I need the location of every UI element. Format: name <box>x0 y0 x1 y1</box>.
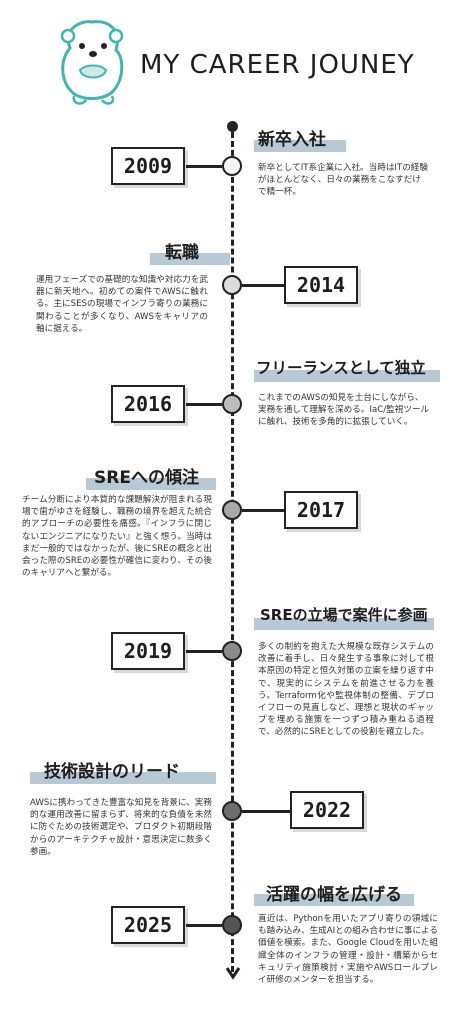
event-description: 新卒としてIT系企業に入社。当時はITの経験がほとんどなく、日々の業務をこなすだ… <box>258 163 428 198</box>
connector <box>186 403 222 406</box>
timeline-node <box>222 500 242 520</box>
connector <box>186 165 222 168</box>
year-box-2014: 2014 <box>284 266 358 304</box>
heading-highlight <box>30 772 216 784</box>
event-title: SREへの傾注 <box>94 468 199 488</box>
timeline-node <box>222 915 242 935</box>
dot-icon <box>227 121 238 132</box>
connector <box>242 810 290 813</box>
connector <box>242 284 284 287</box>
year-box-2017: 2017 <box>284 491 358 529</box>
heading-highlight <box>86 478 216 490</box>
arrow-down-icon <box>225 967 241 980</box>
event-description: 直近は、Pythonを用いたアプリ寄りの領域にも踏み込み、生成AIとの組み合わせ… <box>258 914 438 986</box>
timeline-node <box>222 275 242 295</box>
event-description: AWSに携わってきた豊富な知見を背景に、実務的な運用改善に留まらず、将来的な負債… <box>30 798 212 857</box>
event-title: 転職 <box>165 243 199 263</box>
heading-highlight <box>150 253 230 265</box>
year-box-2009: 2009 <box>111 147 185 185</box>
timeline-node <box>222 641 242 661</box>
otter-icon <box>60 20 124 105</box>
connector <box>242 509 284 512</box>
timeline-line <box>231 132 234 972</box>
event-title: フリーランスとして独立 <box>256 359 426 377</box>
event-description: チーム分断により本質的な課題解決が阻まれる現場で歯がゆさを経験し、職務の境界を超… <box>22 495 212 579</box>
event-description: これまでのAWSの知見を土台にしながら、実務を通して理解を深める。IaC/監視ツ… <box>258 393 430 428</box>
connector <box>186 650 222 653</box>
connector <box>186 924 222 927</box>
heading-highlight <box>254 894 414 906</box>
event-description: 多くの制約を抱えた大規模な既存システムの改善に着手し、日々発生する事象に対して根… <box>258 642 434 738</box>
heading-highlight <box>254 370 440 382</box>
year-box-2016: 2016 <box>111 385 185 423</box>
page-title: MY CAREER JOUNEY <box>140 50 415 80</box>
event-title: 活躍の幅を広げる <box>266 885 402 905</box>
timeline-node <box>222 801 242 821</box>
event-description: 運用フェーズでの基礎的な知識や対応力を武器に新天地へ。初めての案件でAWSに触れ… <box>36 275 208 334</box>
year-box-2022: 2022 <box>290 791 364 829</box>
event-title: 技術設計のリード <box>44 762 180 782</box>
event-title: SREの立場で案件に参画 <box>260 606 428 624</box>
year-box-2019: 2019 <box>111 632 185 670</box>
event-title: 新卒入社 <box>258 130 326 150</box>
heading-highlight <box>254 140 346 152</box>
heading-highlight <box>254 618 434 630</box>
timeline-node <box>222 156 242 176</box>
timeline-node <box>222 394 242 414</box>
year-box-2025: 2025 <box>111 906 185 944</box>
